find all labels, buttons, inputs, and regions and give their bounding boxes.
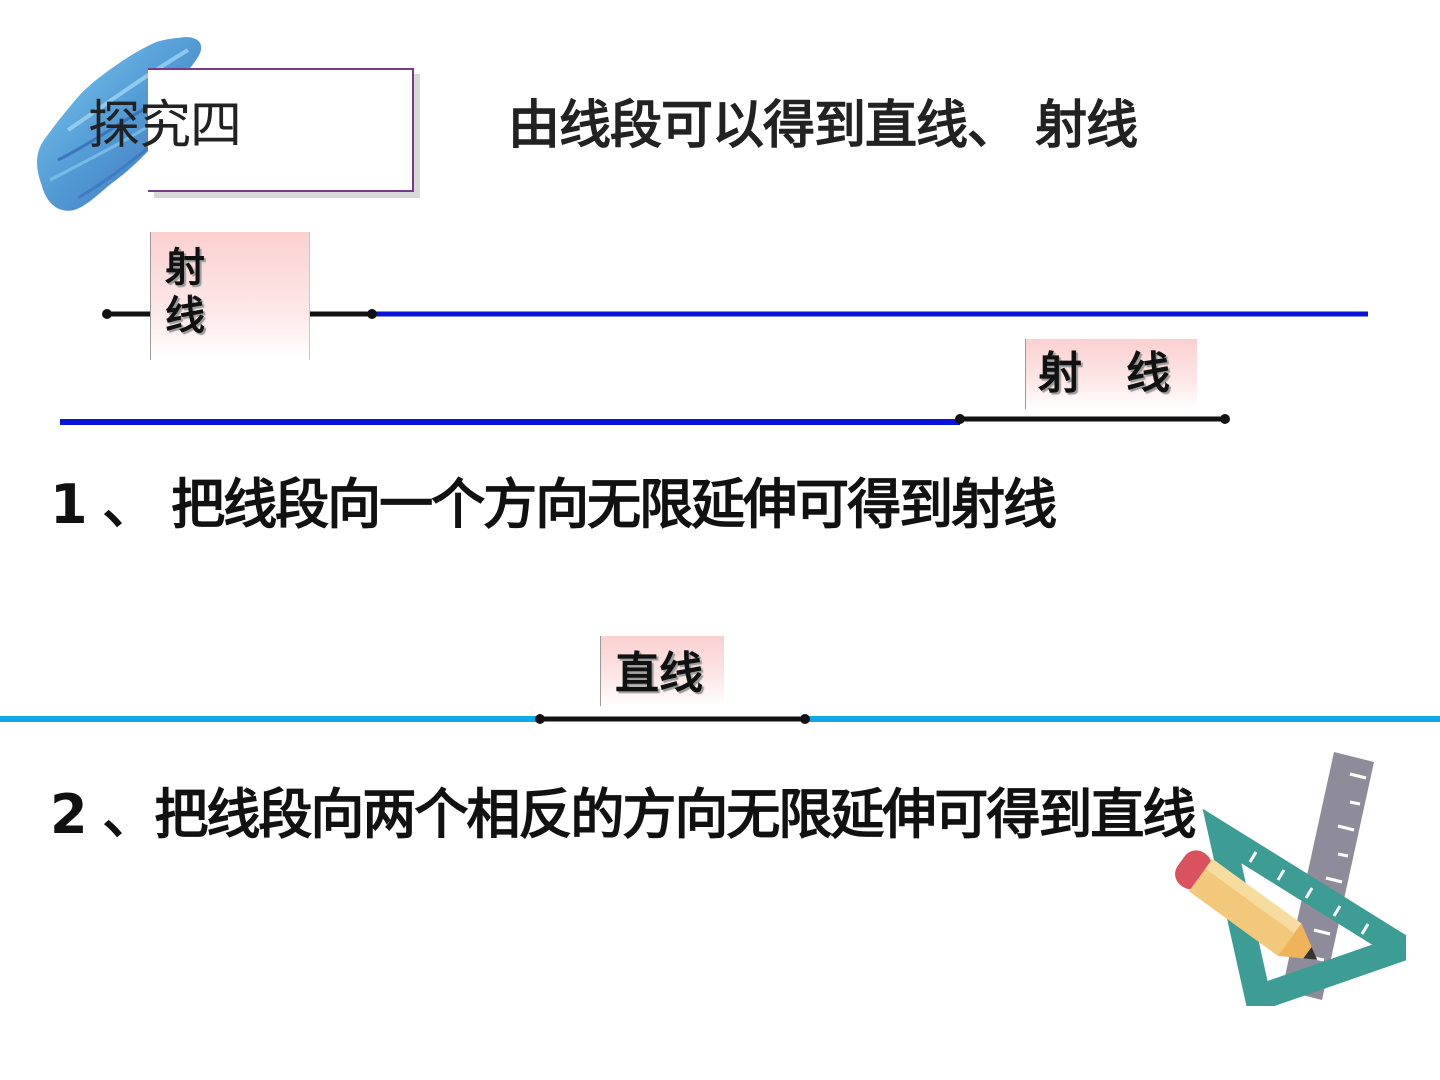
- statement-ray: 1 、 把线段向一个方向无限延伸可得到射线: [50, 473, 1057, 536]
- label-ray-bottom: 射 线: [1025, 339, 1197, 409]
- page-title: 由线段可以得到直线、 射线: [508, 96, 1138, 156]
- point-middle-right: [800, 714, 810, 724]
- section-label: 探究四: [88, 96, 242, 156]
- label-ray-top: 射 线: [150, 232, 310, 360]
- point-bottom-left: [955, 414, 965, 424]
- point-top-right: [367, 309, 377, 319]
- header-box: [148, 68, 414, 192]
- statement-line: 2 、把线段向两个相反的方向无限延伸可得到直线: [50, 783, 1196, 846]
- point-middle-left: [535, 714, 545, 724]
- point-top-left: [102, 309, 112, 319]
- ruler-triangle-pencil-icon: [1175, 752, 1406, 1006]
- label-line: 直线: [600, 636, 724, 706]
- point-bottom-right: [1220, 414, 1230, 424]
